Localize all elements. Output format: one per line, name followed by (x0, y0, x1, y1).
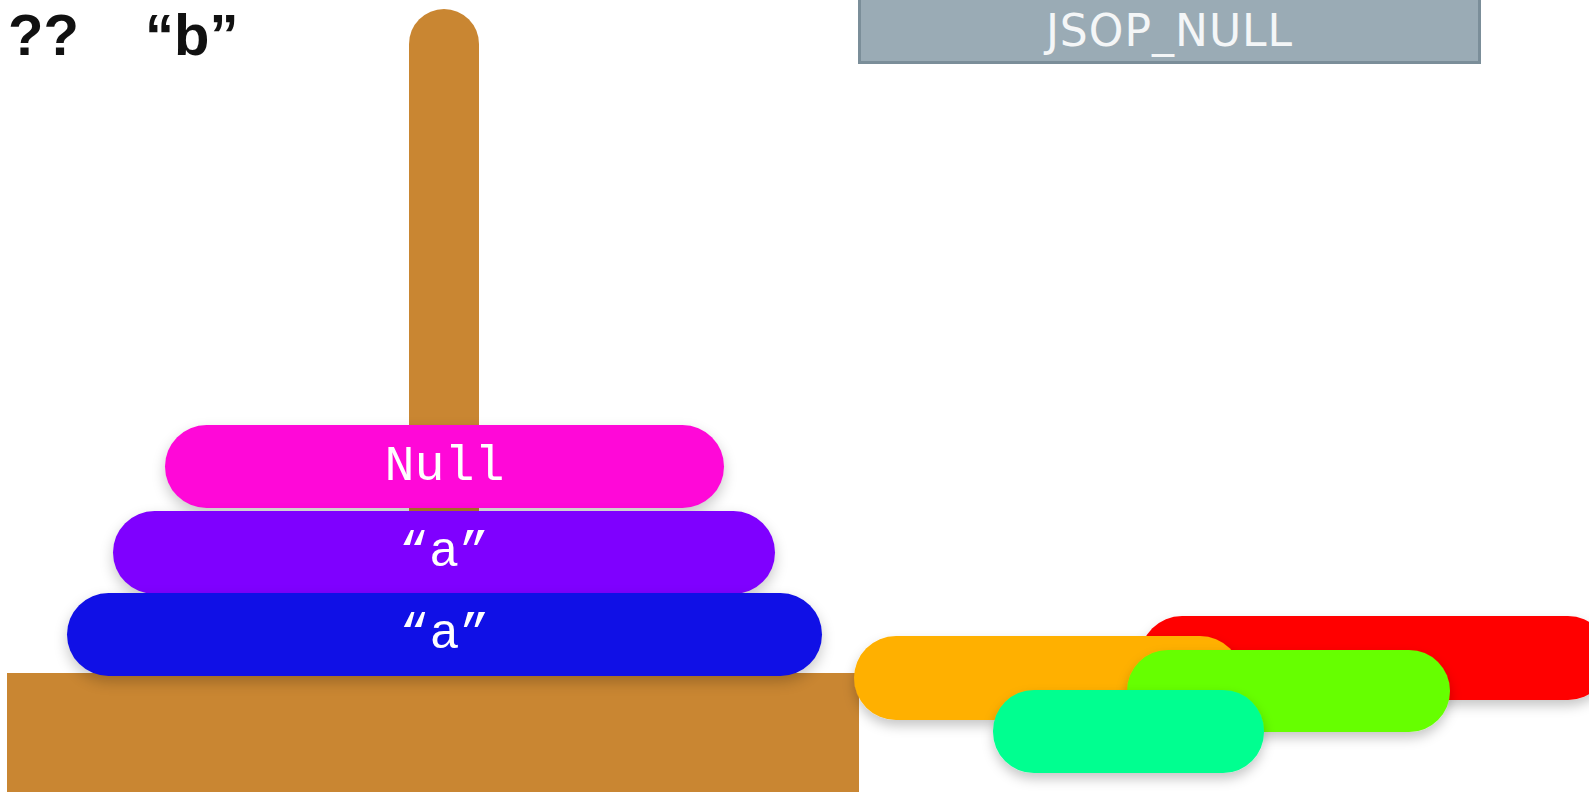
loose-disk (993, 690, 1264, 773)
stack-disk: “a” (67, 593, 822, 676)
node-text: “a” (399, 610, 489, 660)
node-text: “a” (399, 528, 489, 578)
stack-annotation: “b” (145, 6, 238, 64)
peg-base (7, 673, 859, 792)
stack-annotation: ?? (8, 6, 79, 64)
opcode-box: JSOP_NULL (858, 0, 1481, 64)
node-text: Null (384, 442, 504, 492)
stack-disk: Null (165, 425, 724, 508)
node-text: JSOP_NULL (1046, 9, 1293, 53)
stack-disk: “a” (113, 511, 775, 594)
